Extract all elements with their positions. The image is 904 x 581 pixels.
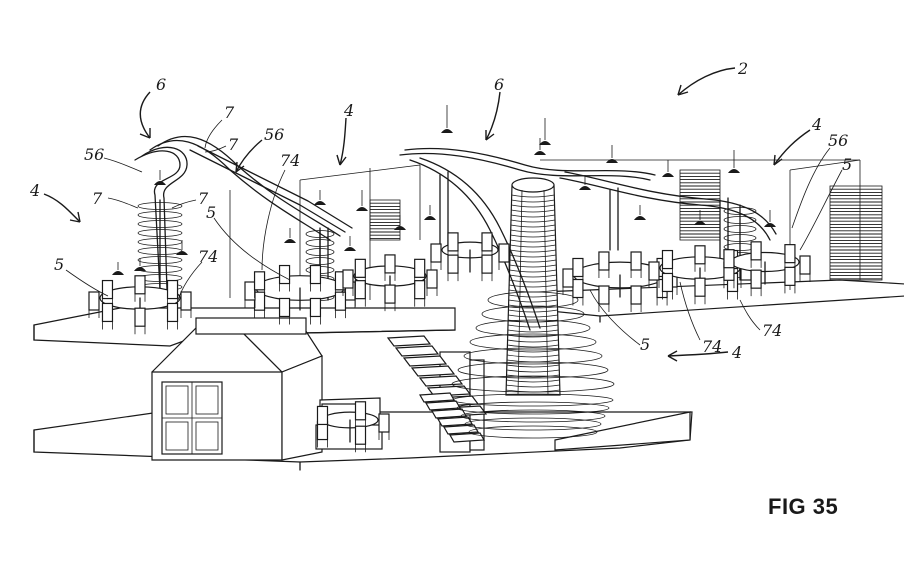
ref-56-left: 56	[84, 145, 104, 164]
left-spiral-tower	[137, 199, 183, 291]
ref-4-lower-right: 4	[731, 343, 742, 362]
reference-numerals: 2 6 6 7 7 7 7 56 56 56 74 74 74 74 74 4 …	[29, 59, 852, 362]
dining-tables	[88, 232, 811, 453]
callout-leaders	[43, 67, 843, 362]
ref-5-center: 5	[206, 203, 216, 222]
ref-6-left: 6	[156, 75, 166, 94]
ref-7-mid: 7	[198, 189, 209, 208]
coaster-tracks	[134, 135, 777, 331]
ref-74-right-a: 74	[702, 337, 722, 356]
figure-label: FIG 35	[768, 494, 839, 519]
back-walls	[229, 159, 861, 300]
ref-4-top: 4	[343, 101, 354, 120]
ref-7-top: 7	[224, 103, 235, 122]
ref-2: 2	[737, 59, 748, 78]
staircase	[386, 335, 488, 443]
ref-5-left: 5	[54, 255, 64, 274]
ref-6-center: 6	[494, 75, 504, 94]
ref-7-left: 7	[92, 189, 103, 208]
ref-5-lower: 5	[640, 335, 650, 354]
ref-4-far-left: 4	[29, 181, 40, 200]
entry-building	[151, 317, 323, 461]
ref-4-right: 4	[811, 115, 822, 134]
pendant-lamps	[112, 105, 776, 275]
ref-74-right-b: 74	[762, 321, 782, 340]
right-shutter-panel	[829, 185, 883, 281]
center-shutter-panel	[679, 169, 721, 241]
ref-56-right: 56	[828, 131, 848, 150]
back-shutter-panel	[369, 199, 401, 241]
ref-74-top: 74	[280, 151, 300, 170]
ref-56-center: 56	[264, 125, 284, 144]
tower-base-spiral	[451, 291, 615, 439]
ref-7-top-right: 7	[228, 135, 239, 154]
ref-74-left: 74	[198, 247, 218, 266]
ref-5-right: 5	[842, 155, 852, 174]
